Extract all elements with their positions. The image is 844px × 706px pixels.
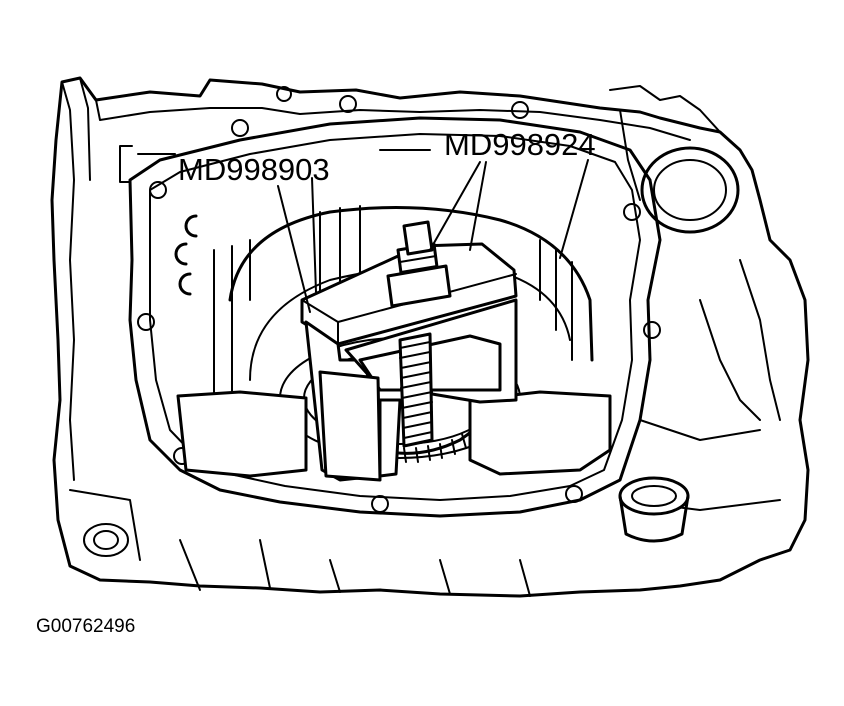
flange-bolt-holes <box>137 86 661 513</box>
callout-md998903: MD998903 <box>178 152 330 187</box>
threaded-bolt-tool <box>386 220 452 448</box>
case-flange <box>128 116 662 518</box>
callout-leaders <box>119 145 589 313</box>
drain-plug <box>618 476 690 543</box>
callout-md998924: MD998924 <box>444 127 596 162</box>
case-inner-shelf <box>176 390 612 478</box>
figure-id: G00762496 <box>36 616 135 637</box>
transaxle-case <box>50 76 810 598</box>
left-retaining-clips <box>174 214 198 296</box>
